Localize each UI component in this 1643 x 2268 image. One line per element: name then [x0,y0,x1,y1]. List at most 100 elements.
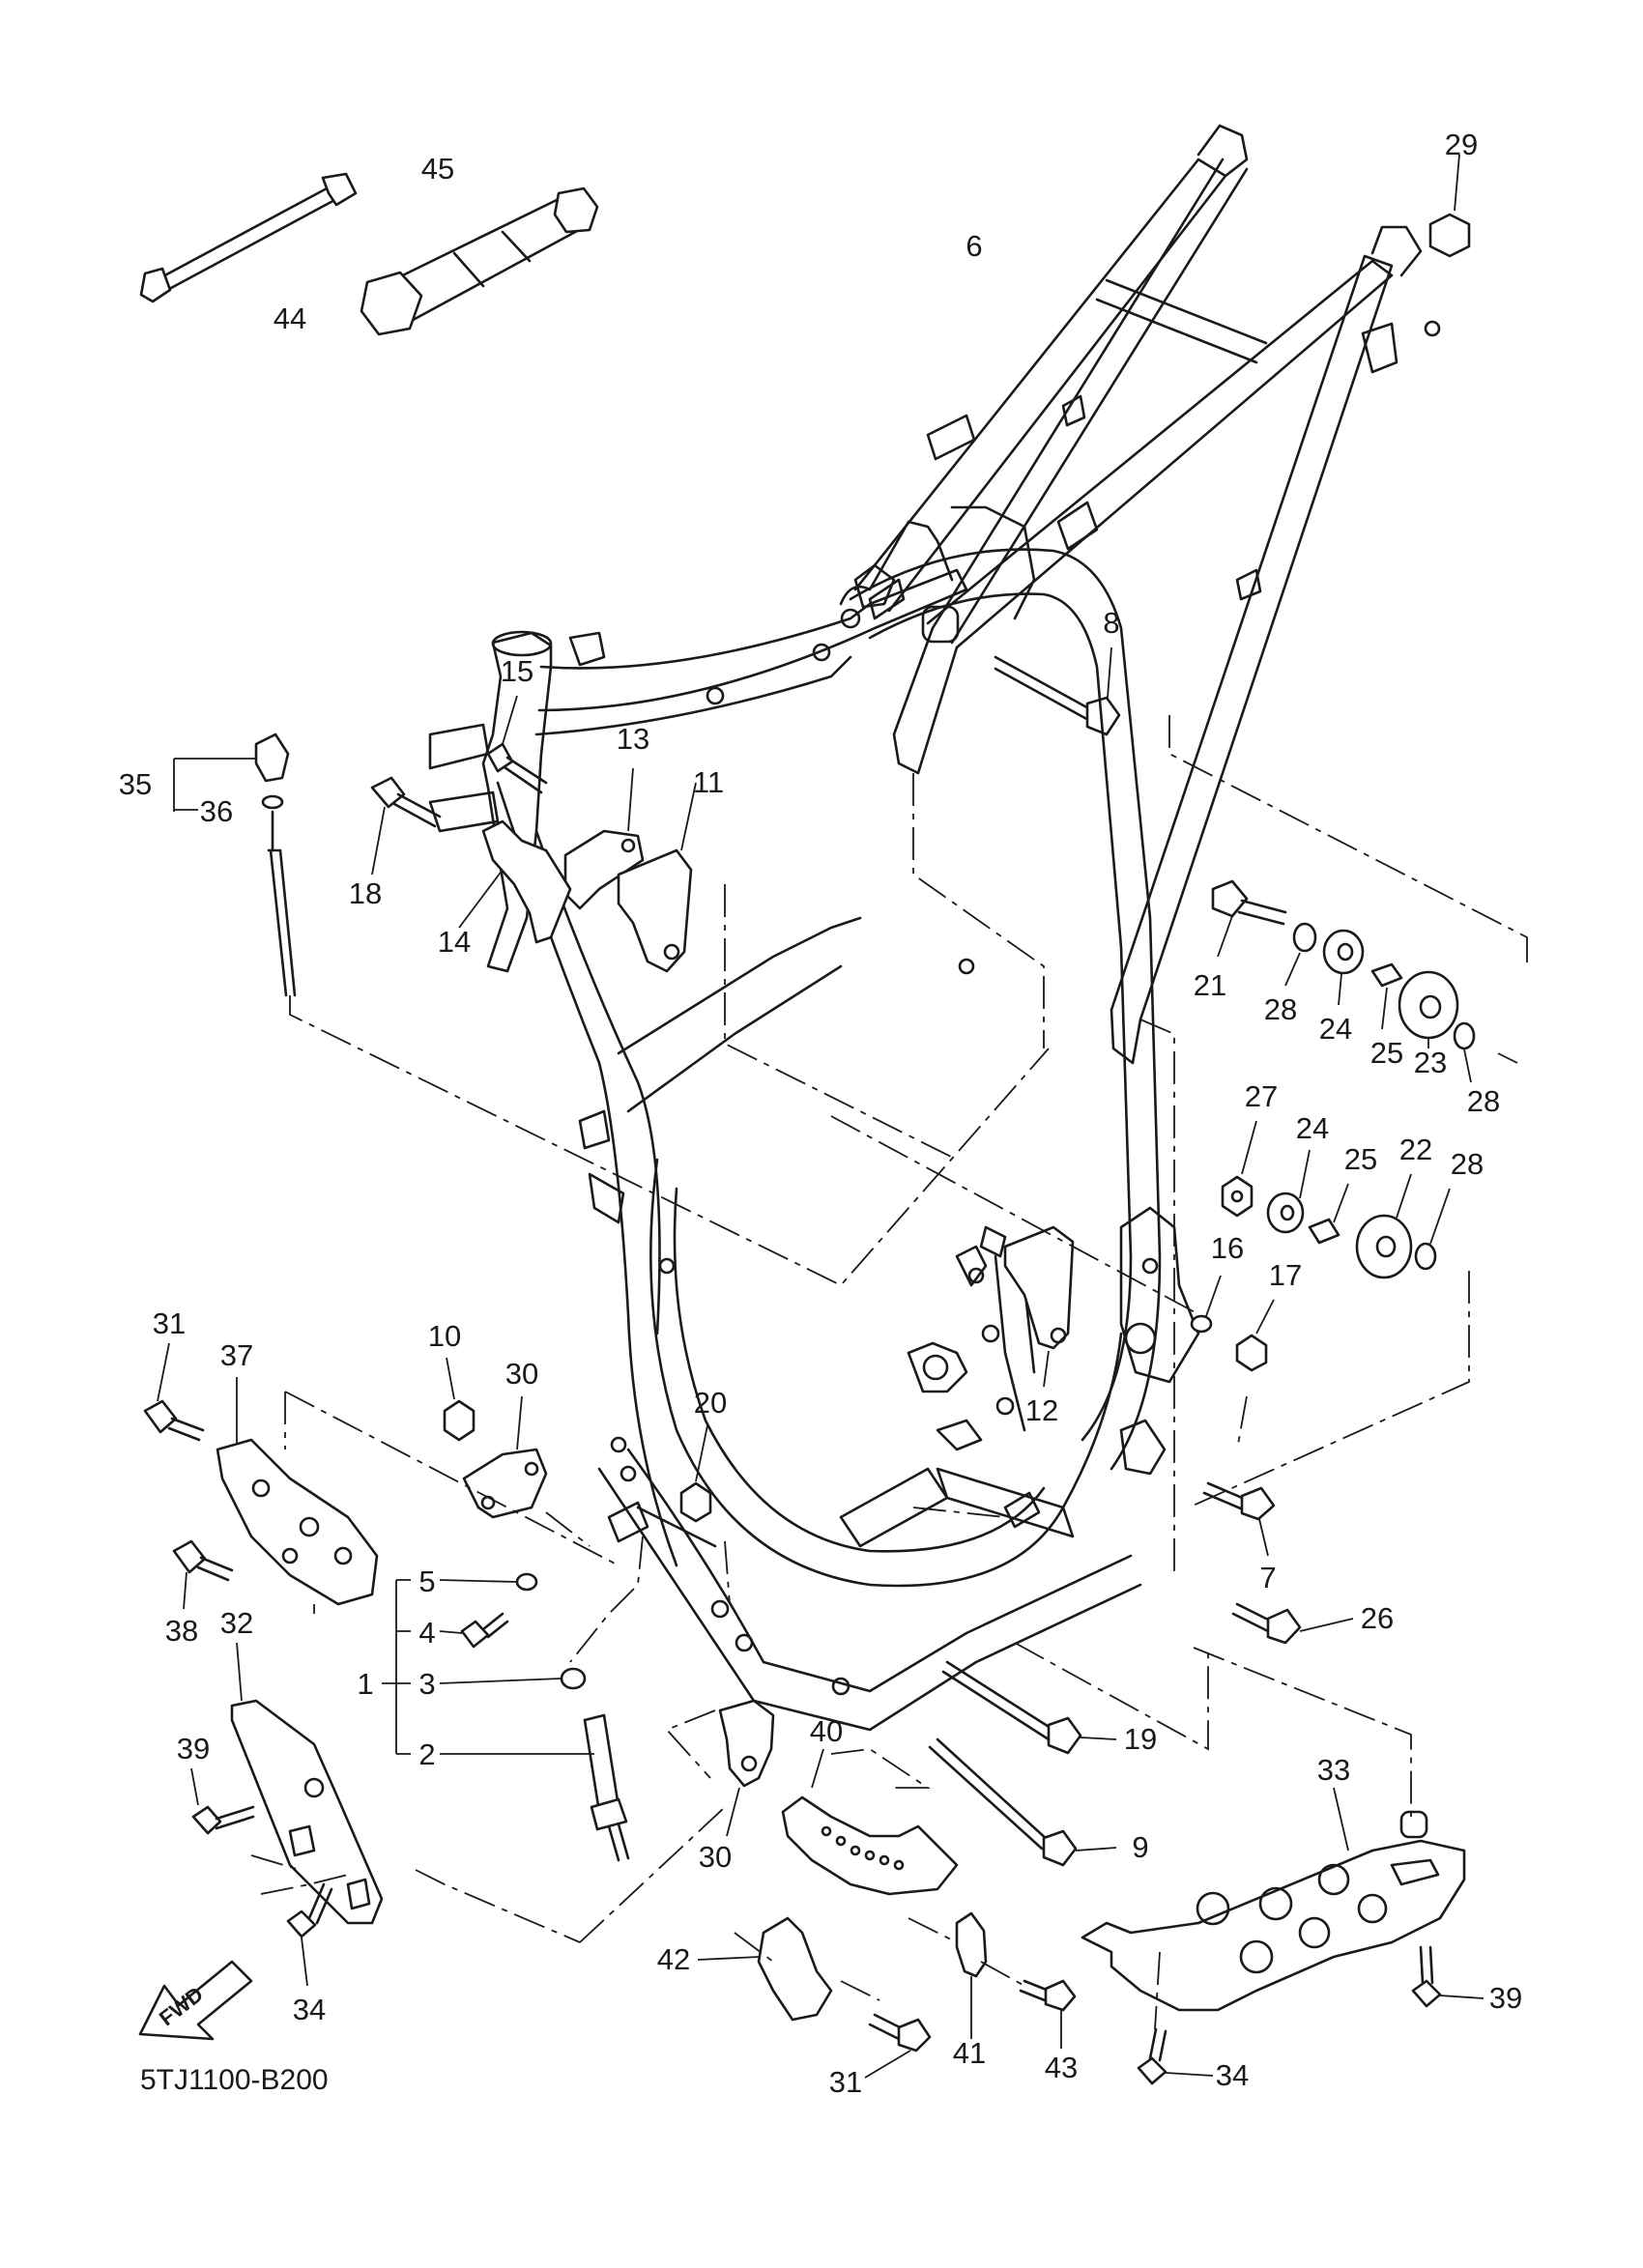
part-40-chain-guide[interactable] [781,1748,959,1896]
callout-22: 22 [1399,1133,1432,1166]
part-10-nut[interactable] [443,1357,476,1442]
callout-5: 5 [418,1565,435,1598]
part-4-bolt[interactable] [460,1612,509,1649]
part-25-collar-a[interactable] [1370,962,1403,1030]
callout-35: 35 [119,767,152,801]
part-9-bolt[interactable] [928,1737,1117,1867]
part-2-pivot[interactable] [583,1713,630,1862]
group-1-bracket [382,1579,411,1755]
callout-19: 19 [1124,1722,1157,1756]
part-42-clamp[interactable] [697,1916,833,2022]
part-8-bolt[interactable] [994,646,1121,736]
part-39-bolt-b[interactable] [1411,1945,1484,2008]
callout-7: 7 [1259,1561,1276,1594]
callout-38: 38 [165,1614,198,1648]
callout-10: 10 [428,1319,461,1353]
part-6-rear-subframe[interactable] [853,124,1441,1065]
callout-45: 45 [421,152,454,186]
callout-9: 9 [1132,1830,1148,1864]
part-45-socket-tool[interactable] [360,187,599,336]
part-12-bracket[interactable] [1003,1225,1075,1388]
part-3-washer[interactable] [560,1667,587,1690]
part-30-bracket-a[interactable] [462,1395,548,1519]
callout-30-b: 30 [699,1840,732,1874]
callout-24-b: 24 [1296,1111,1329,1145]
callout-32: 32 [220,1606,253,1640]
part-34-bolt-a[interactable] [286,1882,333,1987]
part-25-collar-b[interactable] [1308,1183,1349,1245]
part-38-bolt[interactable] [172,1539,234,1610]
callout-4: 4 [418,1616,435,1650]
callout-33: 33 [1317,1753,1350,1787]
part-28-washer-a[interactable] [1284,922,1317,987]
callout-36: 36 [200,794,233,828]
callout-39-a: 39 [177,1732,210,1766]
callout-11: 11 [693,765,724,799]
callout-labels: 44 45 6 29 8 15 13 11 35 36 18 14 21 28 … [119,128,1522,2099]
callout-39-b: 39 [1489,1981,1522,2015]
callout-6: 6 [966,229,982,263]
part-31-bolt-a[interactable] [143,1342,205,1442]
part-30-bracket-b[interactable] [718,1699,775,1837]
part-23-bushing[interactable] [1398,970,1459,1048]
callout-15: 15 [501,654,533,688]
callout-26: 26 [1361,1601,1394,1635]
part-16-washer[interactable] [1190,1275,1222,1334]
part-7-bolt[interactable] [1202,1481,1276,1557]
part-39-bolt-a[interactable] [190,1767,255,1835]
callout-23: 23 [1414,1046,1447,1079]
part-22-bushing[interactable] [1355,1173,1413,1279]
part-24-spacer-a[interactable] [1322,929,1365,1006]
callout-8: 8 [1103,606,1119,640]
part-37-guard[interactable] [216,1377,379,1606]
callout-31-b: 31 [829,2065,862,2099]
callout-43: 43 [1045,2051,1078,2084]
part-11-bracket[interactable] [617,782,697,973]
callout-14: 14 [438,925,471,959]
main-frame[interactable] [428,505,1200,1732]
part-44-wrench[interactable] [139,172,358,303]
callout-21: 21 [1194,968,1226,1002]
part-31-bolt-b[interactable] [864,2013,932,2079]
callout-41: 41 [953,2036,986,2070]
callout-42: 42 [657,1942,690,1976]
part-27-nut[interactable] [1221,1120,1257,1218]
part-33-skid-plate[interactable] [1081,1787,1466,2012]
part-35-dipstick[interactable] [173,732,297,997]
part-29-cap[interactable] [1428,154,1471,258]
part-26-bolt[interactable] [1231,1602,1354,1645]
callout-3: 3 [418,1667,435,1701]
part-28-washer-c[interactable] [1414,1188,1451,1271]
part-20-nut[interactable] [679,1424,712,1523]
part-17-nut[interactable] [1235,1299,1275,1372]
part-34-bolt-b[interactable] [1137,2027,1214,2085]
part-43-bolt[interactable] [1019,1979,1077,2049]
part-41-clamp[interactable] [955,1911,988,2039]
callout-28-b: 28 [1467,1084,1500,1118]
callout-27: 27 [1245,1079,1278,1113]
callout-37: 37 [220,1338,253,1372]
callout-25-a: 25 [1370,1036,1403,1070]
part-28-washer-b[interactable] [1453,1021,1476,1083]
part-14-bracket[interactable] [458,819,572,944]
part-18-bolt[interactable] [370,776,442,876]
part-5-washer[interactable] [515,1572,538,1592]
callout-28-c: 28 [1451,1147,1484,1181]
callout-2: 2 [418,1737,435,1771]
callout-16: 16 [1211,1231,1244,1265]
part-19-bolt[interactable] [941,1660,1117,1755]
part-32-plate[interactable] [230,1642,384,1925]
callout-18: 18 [349,876,382,910]
callout-1: 1 [357,1667,373,1701]
callout-12: 12 [1025,1393,1058,1427]
callout-34-a: 34 [293,1993,326,2026]
fwd-arrow-icon: FWD [138,1960,253,2041]
callout-20: 20 [694,1386,727,1420]
part-15-bolt[interactable] [486,695,548,794]
callout-31-a: 31 [153,1306,186,1340]
callout-34-b: 34 [1216,2058,1249,2092]
part-21-bolt[interactable] [1211,879,1287,958]
callout-25-b: 25 [1344,1142,1377,1176]
part-24-spacer-b[interactable] [1266,1149,1311,1234]
